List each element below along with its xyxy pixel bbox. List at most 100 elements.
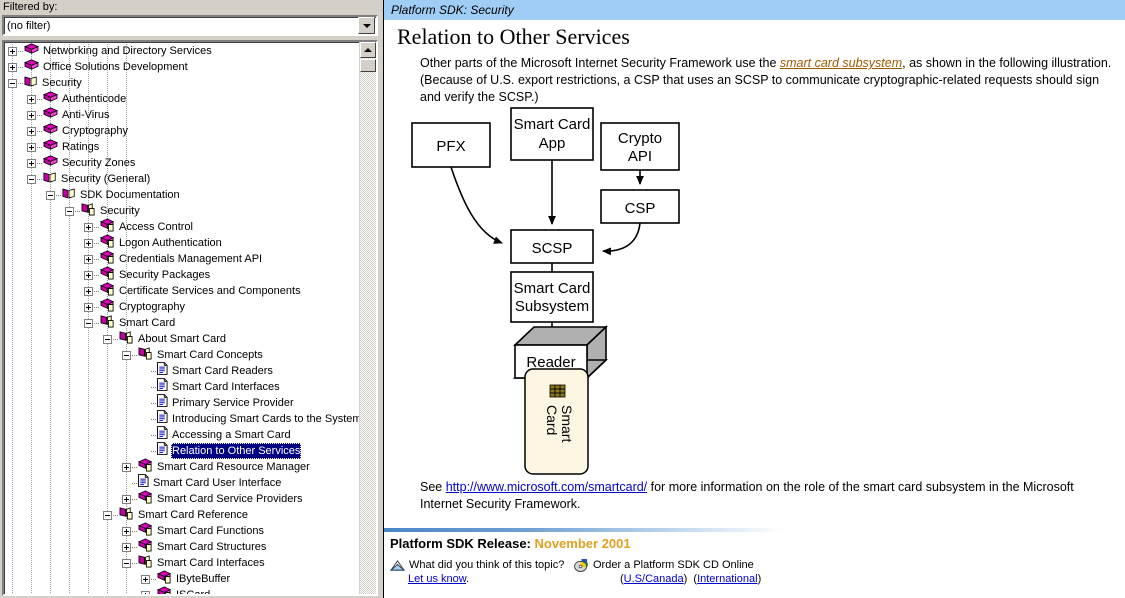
tree-item-label: Anti-Virus	[62, 109, 110, 121]
expand-plus-icon[interactable]	[27, 94, 36, 104]
diagram-box-crypto-api: Crypto API	[600, 122, 680, 171]
tree-inner-border	[4, 42, 376, 594]
expand-plus-icon[interactable]	[141, 574, 150, 584]
expand-plus-icon[interactable]	[122, 526, 131, 536]
tree-item-security-zones[interactable]: Security Zones	[4, 155, 360, 171]
diagram-box-scsp: SCSP	[510, 229, 594, 264]
international-link[interactable]: International	[697, 573, 758, 585]
scroll-up-arrow-icon[interactable]	[360, 42, 376, 58]
tree-item-smart-card-interfaces[interactable]: Smart Card Interfaces	[4, 554, 360, 571]
diagram-label-card-2: Card	[544, 405, 560, 435]
tree-item-label: Primary Service Provider	[172, 397, 294, 409]
tree-item-cryptography[interactable]: Cryptography	[4, 123, 360, 139]
tree-item-smart-card-readers[interactable]: Smart Card Readers	[4, 362, 360, 379]
tree-item-label: Smart Card Readers	[172, 365, 273, 377]
tree-item-smart-card-user-interface[interactable]: Smart Card User Interface	[4, 474, 360, 491]
tree-item-smart-card-resource-manager[interactable]: Smart Card Resource Manager	[4, 457, 360, 475]
tree-item-access-control[interactable]: Access Control	[4, 217, 360, 235]
closed-book-icon	[42, 154, 59, 172]
collapse-minus-icon[interactable]	[27, 174, 36, 184]
tree-item-ibytebuffer[interactable]: IByteBuffer	[4, 569, 360, 587]
collapse-minus-icon[interactable]	[84, 318, 93, 328]
tree-item-security-packages[interactable]: Security Packages	[4, 265, 360, 285]
tree-item-accessing-a-smart-card[interactable]: Accessing a Smart Card	[4, 426, 360, 443]
tree-item-introducing-smart-cards-to-the-system[interactable]: Introducing Smart Cards to the System	[4, 410, 360, 427]
tree-item-security[interactable]: Security	[4, 75, 360, 91]
expand-plus-icon[interactable]	[84, 254, 93, 264]
tree-item-smart-card-structures[interactable]: Smart Card Structures	[4, 537, 360, 555]
collapse-minus-icon[interactable]	[8, 78, 17, 88]
release-date: November 2001	[534, 536, 631, 551]
expand-plus-icon[interactable]	[122, 494, 131, 504]
tree-connector-line	[37, 114, 42, 116]
tree-item-smart-card-functions[interactable]: Smart Card Functions	[4, 521, 360, 541]
us-canada-link[interactable]: U.S/Canada	[623, 573, 684, 585]
tree-item-smart-card-interfaces[interactable]: Smart Card Interfaces	[4, 378, 360, 396]
expand-plus-icon[interactable]	[84, 270, 93, 280]
smart-card-subsystem-link[interactable]: smart card subsystem	[779, 56, 903, 70]
tree-item-logon-authentication[interactable]: Logon Authentication	[4, 233, 360, 251]
page-icon	[157, 378, 168, 396]
expand-plus-icon[interactable]	[84, 286, 93, 296]
tree-item-smart-card-concepts[interactable]: Smart Card Concepts	[4, 346, 360, 363]
collapse-minus-icon[interactable]	[103, 334, 112, 344]
let-us-know-link[interactable]: Let us know	[408, 573, 467, 585]
collapse-minus-icon[interactable]	[122, 350, 131, 360]
tree-item-security-general[interactable]: Security (General)	[4, 171, 360, 187]
expand-plus-icon[interactable]	[27, 142, 36, 152]
open-book-page-icon	[100, 314, 115, 333]
collapse-minus-icon[interactable]	[65, 206, 74, 216]
tree-vertical-scrollbar[interactable]	[359, 42, 376, 594]
expand-plus-icon[interactable]	[141, 590, 150, 594]
tree-item-iscard[interactable]: ISCard	[4, 585, 360, 594]
closed-book-page-icon	[99, 265, 115, 285]
tree-item-about-smart-card[interactable]: About Smart Card	[4, 330, 360, 347]
expand-plus-icon[interactable]	[84, 302, 93, 312]
tree-item-smart-card[interactable]: Smart Card	[4, 314, 360, 333]
expand-plus-icon[interactable]	[8, 62, 17, 72]
expand-plus-icon[interactable]	[122, 542, 131, 552]
expander-placeholder	[141, 383, 150, 392]
tree-connector-line	[94, 322, 99, 324]
expander-placeholder	[122, 479, 131, 488]
collapse-minus-icon[interactable]	[103, 510, 112, 520]
microsoft-smartcard-url-link[interactable]: http://www.microsoft.com/smartcard/	[445, 480, 648, 494]
tree-item-authenticode[interactable]: Authenticode	[4, 91, 360, 107]
chevron-down-icon[interactable]	[358, 17, 375, 34]
topic-tree[interactable]: Networking and Directory Services Office…	[4, 42, 360, 594]
tree-item-office-solutions-development[interactable]: Office Solutions Development	[4, 59, 360, 75]
tree-item-certificate-services-and-components[interactable]: Certificate Services and Components	[4, 281, 360, 299]
scrollbar-thumb[interactable]	[360, 59, 376, 72]
closed-book-icon	[42, 106, 59, 124]
tree-item-ratings[interactable]: Ratings	[4, 139, 360, 155]
expand-plus-icon[interactable]	[122, 462, 131, 472]
tree-item-smart-card-service-providers[interactable]: Smart Card Service Providers	[4, 489, 360, 507]
tree-item-sdk-documentation[interactable]: SDK Documentation	[4, 187, 360, 203]
collapse-minus-icon[interactable]	[122, 558, 131, 568]
tree-item-anti-virus[interactable]: Anti-Virus	[4, 107, 360, 123]
tree-item-label: Smart Card Service Providers	[157, 493, 303, 505]
expand-plus-icon[interactable]	[27, 110, 36, 120]
tree-item-relation-to-other-services[interactable]: Relation to Other Services	[4, 442, 360, 459]
expand-plus-icon[interactable]	[84, 222, 93, 232]
expand-plus-icon[interactable]	[8, 46, 17, 56]
open-book-icon	[24, 74, 38, 93]
expand-plus-icon[interactable]	[84, 238, 93, 248]
tree-item-smart-card-reference[interactable]: Smart Card Reference	[4, 506, 360, 523]
collapse-minus-icon[interactable]	[46, 190, 55, 200]
release-prefix: Platform SDK Release:	[390, 536, 535, 551]
tree-connector-line	[132, 562, 137, 564]
tree-connector-line	[113, 338, 118, 340]
tree-item-cryptography[interactable]: Cryptography	[4, 297, 360, 315]
closed-book-page-icon	[137, 521, 153, 541]
tree-item-primary-service-provider[interactable]: Primary Service Provider	[4, 394, 360, 411]
diagram-arrow-pfx-to-scsp	[450, 166, 503, 244]
tree-item-credentials-management-api[interactable]: Credentials Management API	[4, 249, 360, 267]
tree-item-networking-and-directory-services[interactable]: Networking and Directory Services	[4, 43, 360, 59]
filter-combobox[interactable]: (no filter)	[2, 15, 378, 36]
tree-guide-line	[12, 42, 13, 594]
expand-plus-icon[interactable]	[27, 126, 36, 136]
expand-plus-icon[interactable]	[27, 158, 36, 168]
tree-item-security[interactable]: Security	[4, 202, 360, 219]
